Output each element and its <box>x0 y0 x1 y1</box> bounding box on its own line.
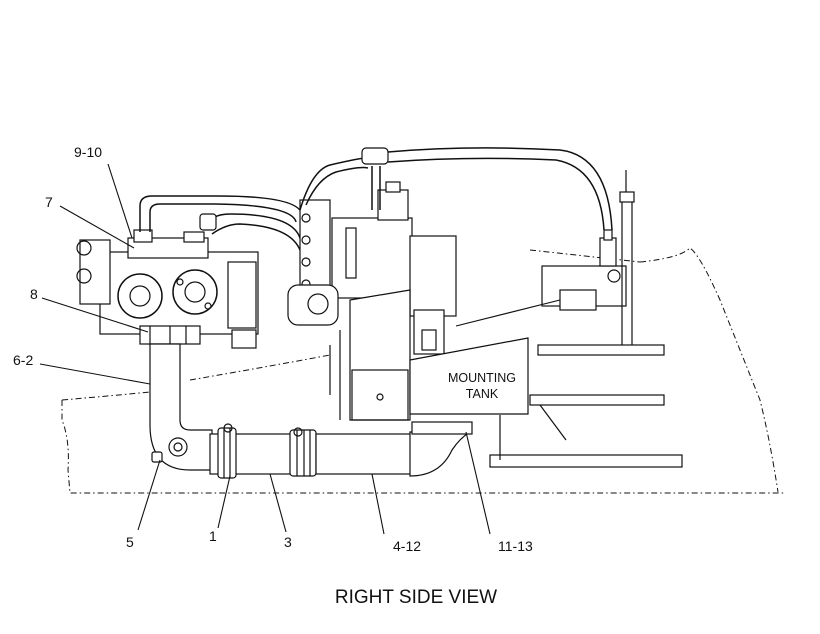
tank-label-line1: MOUNTING <box>448 371 516 385</box>
callout-9-10: 9-10 <box>74 144 102 160</box>
view-caption: RIGHT SIDE VIEW <box>335 587 497 608</box>
callout-5: 5 <box>126 534 134 550</box>
callout-3: 3 <box>284 534 292 550</box>
phantom-outline <box>61 247 785 494</box>
callout-4-12: 4-12 <box>393 538 421 554</box>
mounting-tank <box>329 289 529 421</box>
right-valve <box>489 170 683 468</box>
valve-assembly <box>287 147 613 355</box>
leader-lines <box>39 163 561 535</box>
tank-label-line2: TANK <box>466 387 499 401</box>
callout-7: 7 <box>45 194 53 210</box>
suction-pipe <box>149 343 213 471</box>
pump-assembly <box>76 195 303 349</box>
callout-1: 1 <box>209 528 217 544</box>
callout-8: 8 <box>30 286 38 302</box>
callout-6-2: 6-2 <box>13 352 33 368</box>
callout-11-13: 11-13 <box>498 538 533 554</box>
horizontal-pipe <box>209 421 473 479</box>
